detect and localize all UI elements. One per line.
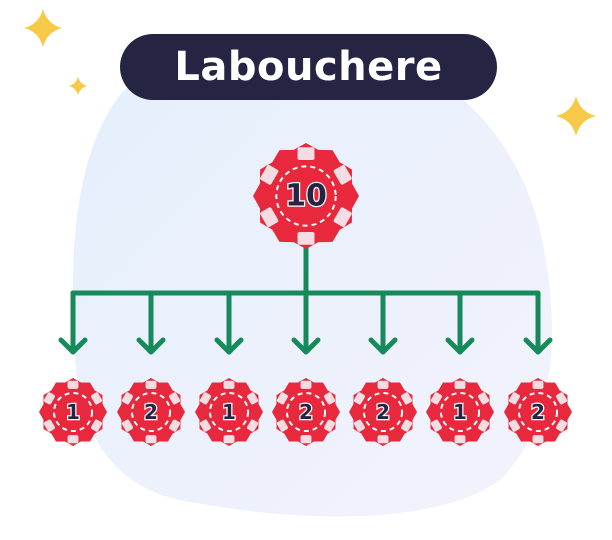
chip-stripe	[67, 435, 79, 444]
chip-stripe	[478, 419, 490, 432]
chip-stripe	[300, 435, 312, 444]
chip-face	[361, 390, 405, 434]
chip-value: 2	[531, 400, 545, 424]
chip-stripe	[353, 419, 365, 432]
child-chip: 2	[504, 378, 572, 446]
chip-stripe	[300, 380, 312, 389]
arrow-down	[136, 290, 166, 355]
chip-stripe	[454, 435, 466, 444]
chip-stripe	[91, 419, 103, 432]
chip-stripe	[556, 419, 568, 432]
chip-face	[438, 390, 482, 434]
chip-stripe	[324, 419, 336, 432]
chip-stripe	[532, 435, 544, 444]
chip-stripe	[401, 392, 413, 405]
chip-face	[272, 162, 340, 230]
arrow-down	[291, 290, 321, 355]
chip-value: 2	[299, 400, 313, 424]
chip-stripe	[247, 392, 259, 405]
chip-stripe	[333, 165, 352, 185]
chip-face	[129, 390, 173, 434]
child-chip: 1	[426, 378, 494, 446]
chip-stripe	[199, 392, 211, 405]
chip-dashed-ring	[208, 391, 250, 433]
chip-stripe	[430, 392, 442, 405]
chip-dashed-ring	[362, 391, 404, 433]
chip-stripe	[430, 419, 442, 432]
chip-value: 1	[222, 400, 236, 424]
chip-stripe	[223, 380, 235, 389]
chip-stripe	[145, 435, 157, 444]
chip-stripe	[353, 392, 365, 405]
child-chip: 2	[117, 378, 185, 446]
chip-stripe	[478, 392, 490, 405]
chip-stripe	[43, 419, 55, 432]
star-icon	[556, 96, 596, 136]
chip-stripe	[401, 419, 413, 432]
chip-stripe	[247, 419, 259, 432]
chip-face	[516, 390, 560, 434]
chip-stripe	[333, 207, 352, 227]
chip-stripe	[260, 207, 279, 227]
star-icon	[24, 9, 62, 47]
chip-stripe	[297, 232, 315, 245]
chip-dashed-ring	[517, 391, 559, 433]
chip-stripe	[169, 392, 181, 405]
chip-stripe	[377, 435, 389, 444]
chip-dashed-ring	[275, 165, 337, 227]
arrow-down	[214, 290, 244, 355]
chip-stripe	[276, 419, 288, 432]
chip-group: 10 1 2 1 2 2 1 2	[39, 143, 572, 446]
chip-stripe	[91, 392, 103, 405]
chip-value: 10	[285, 179, 327, 214]
chip-stripe	[145, 380, 157, 389]
chip-value: 1	[66, 400, 80, 424]
chip-dashed-ring	[439, 391, 481, 433]
chip-stripe	[276, 392, 288, 405]
arrow-down	[368, 290, 398, 355]
chip-stripe	[43, 392, 55, 405]
chip-dashed-ring	[130, 391, 172, 433]
title-pill: Labouchere	[120, 34, 497, 100]
chip-stripe	[377, 380, 389, 389]
child-chip: 2	[349, 378, 417, 446]
chip-stripe	[532, 380, 544, 389]
star-icon	[69, 77, 87, 95]
chip-stripe	[67, 380, 79, 389]
chip-stripe	[260, 165, 279, 185]
chip-stripe	[223, 435, 235, 444]
chip-stripe	[508, 392, 520, 405]
chip-stripe	[169, 419, 181, 432]
chip-stripe	[121, 419, 133, 432]
child-chip: 1	[195, 378, 263, 446]
diagram-title: Labouchere	[174, 44, 443, 90]
arrow-down	[523, 290, 553, 355]
chip-face	[207, 390, 251, 434]
chip-stripe	[454, 380, 466, 389]
chip-value: 1	[453, 400, 467, 424]
chip-stripe	[297, 147, 315, 160]
chip-stripe	[199, 419, 211, 432]
chip-face	[51, 390, 95, 434]
chip-value: 2	[144, 400, 158, 424]
chip-stripe	[324, 392, 336, 405]
child-chip: 2	[272, 378, 340, 446]
background-blob	[72, 38, 552, 517]
chip-value: 2	[376, 400, 390, 424]
child-chip: 1	[39, 378, 107, 446]
chip-stripe	[556, 392, 568, 405]
chip-dashed-ring	[52, 391, 94, 433]
chip-stripe	[121, 392, 133, 405]
arrow-group	[58, 290, 553, 355]
chip-dashed-ring	[285, 391, 327, 433]
arrow-down	[58, 290, 88, 355]
arrow-down	[445, 290, 475, 355]
chip-stripe	[508, 419, 520, 432]
root-chip: 10	[253, 143, 359, 249]
chip-face	[284, 390, 328, 434]
